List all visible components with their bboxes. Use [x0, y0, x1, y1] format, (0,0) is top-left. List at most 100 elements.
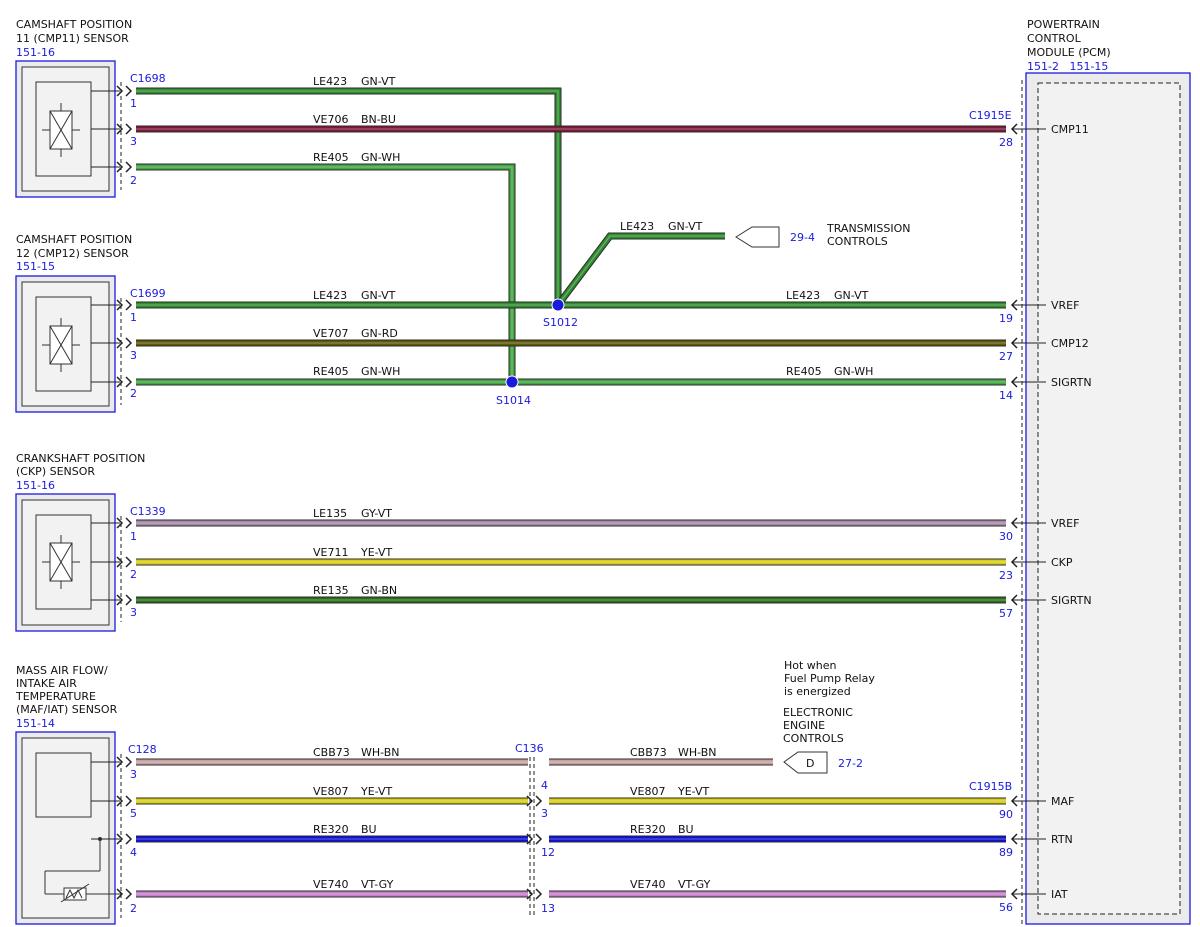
pin-arrow-icon — [1010, 337, 1046, 349]
maf-name-line-2: INTAKE AIR — [16, 677, 77, 690]
pcm-pin-number: 19 — [999, 312, 1013, 325]
pin-arrow-icon — [1010, 123, 1046, 135]
wire-color-label: BU — [361, 823, 377, 836]
ckp-pin-1: 1 — [130, 530, 137, 543]
wire-color-label: BU — [678, 823, 694, 836]
pcm-pin-number: 28 — [999, 136, 1013, 149]
maf-name-line-1: MASS AIR FLOW/ — [16, 664, 108, 677]
engine-name-line-2: ENGINE — [783, 719, 825, 732]
wire-circuit-label: RE320 — [313, 823, 349, 836]
engine-note-line-2: Fuel Pump Relay — [784, 672, 875, 685]
pin-arrow-icon — [91, 594, 133, 606]
splice-s1014-dot — [505, 375, 519, 389]
cmp11-pin-3: 3 — [130, 135, 137, 148]
cmp11-connector: C1698 — [130, 72, 166, 85]
ckp-connector: C1339 — [130, 505, 166, 518]
pin-arrow-icon — [1010, 517, 1046, 529]
wire-circuit-label: CBB73 — [630, 746, 667, 759]
wires-layer — [91, 85, 1046, 900]
ckp-pin-3: 3 — [130, 606, 137, 619]
wire-color-label: GY-VT — [361, 507, 392, 520]
wire-circuit-label: VE707 — [313, 327, 348, 340]
wire-circuit-label: VE740 — [313, 878, 348, 891]
offpage-connector-icon — [783, 751, 828, 774]
wire-circuit-label: RE405 — [313, 365, 349, 378]
wire-le423-cmp11 — [136, 87, 562, 305]
pcm-inner-box — [1037, 82, 1181, 915]
pin-arrow-icon — [1010, 376, 1046, 388]
hall-sensor-icon — [42, 318, 80, 372]
pcm-pin-label: VREF — [1051, 517, 1079, 530]
pcm-pin-number: 14 — [999, 389, 1013, 402]
engine-ref: 27-2 — [838, 757, 863, 770]
wire-circuit-label: RE405 — [313, 151, 349, 164]
cmp11-pin-2: 2 — [130, 174, 137, 187]
wire-color-label: GN-WH — [834, 365, 873, 378]
pin-arrow-icon — [526, 795, 543, 807]
wire-color-label: GN-WH — [361, 151, 400, 164]
wire-circuit-label: LE423 — [620, 220, 654, 233]
wire-color-label: GN-WH — [361, 365, 400, 378]
wire-color-label: YE-VT — [677, 785, 710, 798]
pcm-pin-number: 90 — [999, 808, 1013, 821]
splice-s1012-dot — [551, 298, 565, 312]
cmp11-name-line-2: 11 (CMP11) SENSOR — [16, 32, 129, 45]
pcm-pin-label: CKP — [1051, 556, 1073, 569]
wire-color-label: GN-VT — [361, 289, 396, 302]
pin-arrow-icon — [116, 888, 133, 900]
wire-circuit-label: VE711 — [313, 546, 348, 559]
wire-le423-transmission — [555, 232, 725, 308]
engine-connector-letter: D — [806, 757, 814, 770]
engine-note-line-3: is energized — [784, 685, 851, 698]
cmp11-name-line-1: CAMSHAFT POSITION — [16, 18, 132, 31]
wire-circuit-label: CBB73 — [313, 746, 350, 759]
cmp12-name-line-1: CAMSHAFT POSITION — [16, 233, 132, 246]
cmp11-pin-1: 1 — [130, 97, 137, 110]
pcm-pin-label: SIGRTN — [1051, 594, 1092, 607]
engine-name-line-1: ELECTRONIC — [783, 706, 853, 719]
ckp-sensor: CRANKSHAFT POSITION (CKP) SENSOR 151-16 … — [15, 452, 166, 632]
cmp11-ref: 151-16 — [16, 46, 55, 59]
cmp12-ref: 151-15 — [16, 260, 55, 273]
wire-circuit-label: LE423 — [313, 289, 347, 302]
pcm-pin-label: CMP12 — [1051, 337, 1089, 350]
cmp12-name-line-2: 12 (CMP12) SENSOR — [16, 247, 129, 260]
wire-color-label: GN-VT — [361, 75, 396, 88]
pin-arrow-icon — [91, 376, 133, 388]
pcm-pin-number: 56 — [999, 901, 1013, 914]
pcm-pin-number: 30 — [999, 530, 1013, 543]
wire-re405-cmp11 — [136, 163, 516, 382]
c136-pin-4: 4 — [541, 779, 548, 792]
wire-circuit-label: RE405 — [786, 365, 822, 378]
pin-arrow-icon — [526, 833, 543, 845]
pcm-pin-number: 89 — [999, 846, 1013, 859]
splices: S1012 S1014 — [496, 298, 578, 407]
hall-sensor-icon — [42, 103, 80, 157]
maf-pin-4: 4 — [130, 846, 137, 859]
wire-color-label: BN-BU — [361, 113, 396, 126]
pcm-name-line-2: CONTROL — [1027, 32, 1082, 45]
pin-arrow-icon — [91, 299, 133, 311]
wire-color-label: WH-BN — [678, 746, 717, 759]
pcm-pin-label: IAT — [1051, 888, 1068, 901]
transmission-ref: 29-4 — [790, 231, 815, 244]
pin-arrow-icon — [1010, 888, 1046, 900]
pcm-name-line-1: POWERTRAIN — [1027, 18, 1100, 31]
wire-color-label: GN-BN — [361, 584, 397, 597]
maf-element-box — [35, 752, 92, 818]
wire-circuit-label: LE423 — [313, 75, 347, 88]
wire-color-label: YE-VT — [360, 546, 393, 559]
splice-s1014-label: S1014 — [496, 394, 531, 407]
pin-arrow-icon — [91, 517, 133, 529]
wire-circuit-label: RE135 — [313, 584, 349, 597]
engine-note-line-1: Hot when — [784, 659, 837, 672]
pcm-pin-labels: 28CMP1119VREF27CMP1214SIGRTN30VREF23CKP5… — [999, 123, 1092, 914]
wire-color-label: GN-RD — [361, 327, 398, 340]
engine-name-line-3: CONTROLS — [783, 732, 844, 745]
maf-name-line-3: TEMPERATURE — [15, 690, 96, 703]
splice-s1012-label: S1012 — [543, 316, 578, 329]
c136-label: C136 — [515, 742, 544, 755]
wire-color-label: GN-VT — [668, 220, 703, 233]
pin-arrow-icon — [91, 756, 133, 768]
